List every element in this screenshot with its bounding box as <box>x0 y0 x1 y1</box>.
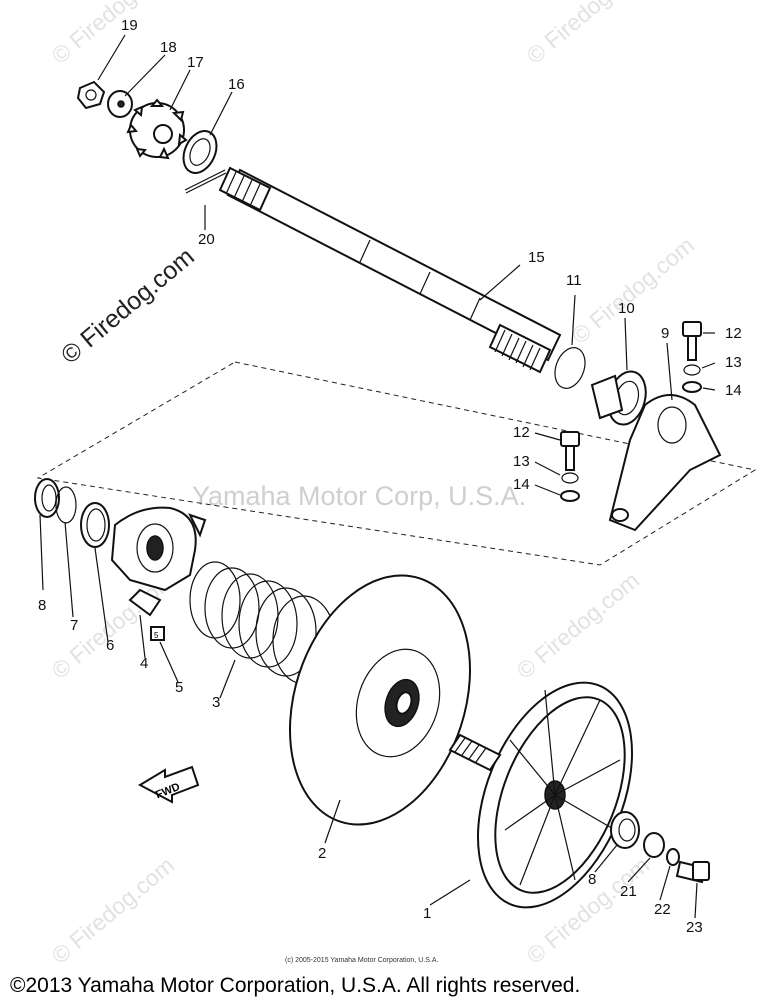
callout-10: 10 <box>618 300 635 317</box>
washer-18 <box>107 90 133 118</box>
spring-washer-22 <box>666 848 680 866</box>
callout-1: 1 <box>423 905 431 922</box>
circlip-8-left <box>34 478 60 518</box>
watermark-mid-right: © Firedog.com <box>567 232 700 349</box>
bolt-23 <box>675 860 710 884</box>
spring-washer-13-upper <box>683 364 701 376</box>
cam-4 <box>110 506 207 617</box>
svg-text:5: 5 <box>154 631 159 640</box>
watermark-center: Yamaha Motor Corp, U.S.A. <box>192 481 526 511</box>
bolt-12-upper <box>682 321 702 361</box>
cotter-pin-20 <box>184 169 227 194</box>
callout-22: 22 <box>654 901 671 918</box>
callout-5: 5 <box>175 679 183 696</box>
nut-19 <box>76 80 106 110</box>
fwd-arrow-icon: FWD <box>137 765 200 804</box>
watermark-top-right: © Firedog.com <box>522 0 655 69</box>
sliding-sheave-2 <box>289 574 471 826</box>
spring-washer-13-lower <box>561 472 579 484</box>
assembly-frame <box>36 361 757 566</box>
footer-small-copyright: (c) 2005-2015 Yamaha Motor Corporation, … <box>285 957 438 964</box>
callout-18: 18 <box>160 39 177 56</box>
callout-4: 4 <box>140 655 148 672</box>
callout-13-lower: 13 <box>513 453 530 470</box>
callout-6: 6 <box>106 637 114 654</box>
callout-3: 3 <box>212 694 220 711</box>
callout-2: 2 <box>318 845 326 862</box>
washer-21 <box>643 832 665 858</box>
callout-12-lower: 12 <box>513 424 530 441</box>
drive-shaft <box>218 166 562 374</box>
callout-15: 15 <box>528 249 545 266</box>
callout-12-upper: 12 <box>725 325 742 342</box>
watermark-bottom-left: © Firedog.com <box>47 852 180 969</box>
washer-14-lower <box>560 490 580 502</box>
callout-8-right: 8 <box>588 871 596 888</box>
callout-16: 16 <box>228 76 245 93</box>
callout-20: 20 <box>198 231 215 248</box>
collar-8-right <box>610 811 640 849</box>
callout-13-upper: 13 <box>725 354 742 371</box>
spring-3 <box>189 561 336 685</box>
circlip-11 <box>554 347 586 389</box>
slider-5: 5 <box>150 626 165 641</box>
fixed-sheave-1 <box>448 681 634 909</box>
washer-14-upper <box>682 381 702 393</box>
sprocket-17 <box>126 98 188 160</box>
callout-8-left: 8 <box>38 597 46 614</box>
callout-14-upper: 14 <box>725 382 742 399</box>
watermark-lower-right: © Firedog.com <box>512 567 645 684</box>
watermark-top-left: © Firedog.com <box>47 0 180 69</box>
collar-16 <box>182 130 218 174</box>
bolt-12-lower <box>560 431 580 471</box>
footer-copyright: ©2013 Yamaha Motor Corporation, U.S.A. A… <box>10 974 580 997</box>
callout-19: 19 <box>121 17 138 34</box>
callout-11: 11 <box>566 272 582 289</box>
callout-23: 23 <box>686 919 703 936</box>
callout-14-lower: 14 <box>513 476 530 493</box>
callout-7: 7 <box>70 617 78 634</box>
bracket-9 <box>608 394 722 532</box>
ring-7 <box>55 486 77 524</box>
washer-6 <box>80 502 110 548</box>
watermark-left: © Firedog.com <box>56 243 200 370</box>
callout-9: 9 <box>661 325 669 342</box>
leader-lines <box>39 34 716 919</box>
callout-21: 21 <box>620 883 637 900</box>
bearing-10 <box>590 370 647 426</box>
callout-17: 17 <box>187 54 204 71</box>
